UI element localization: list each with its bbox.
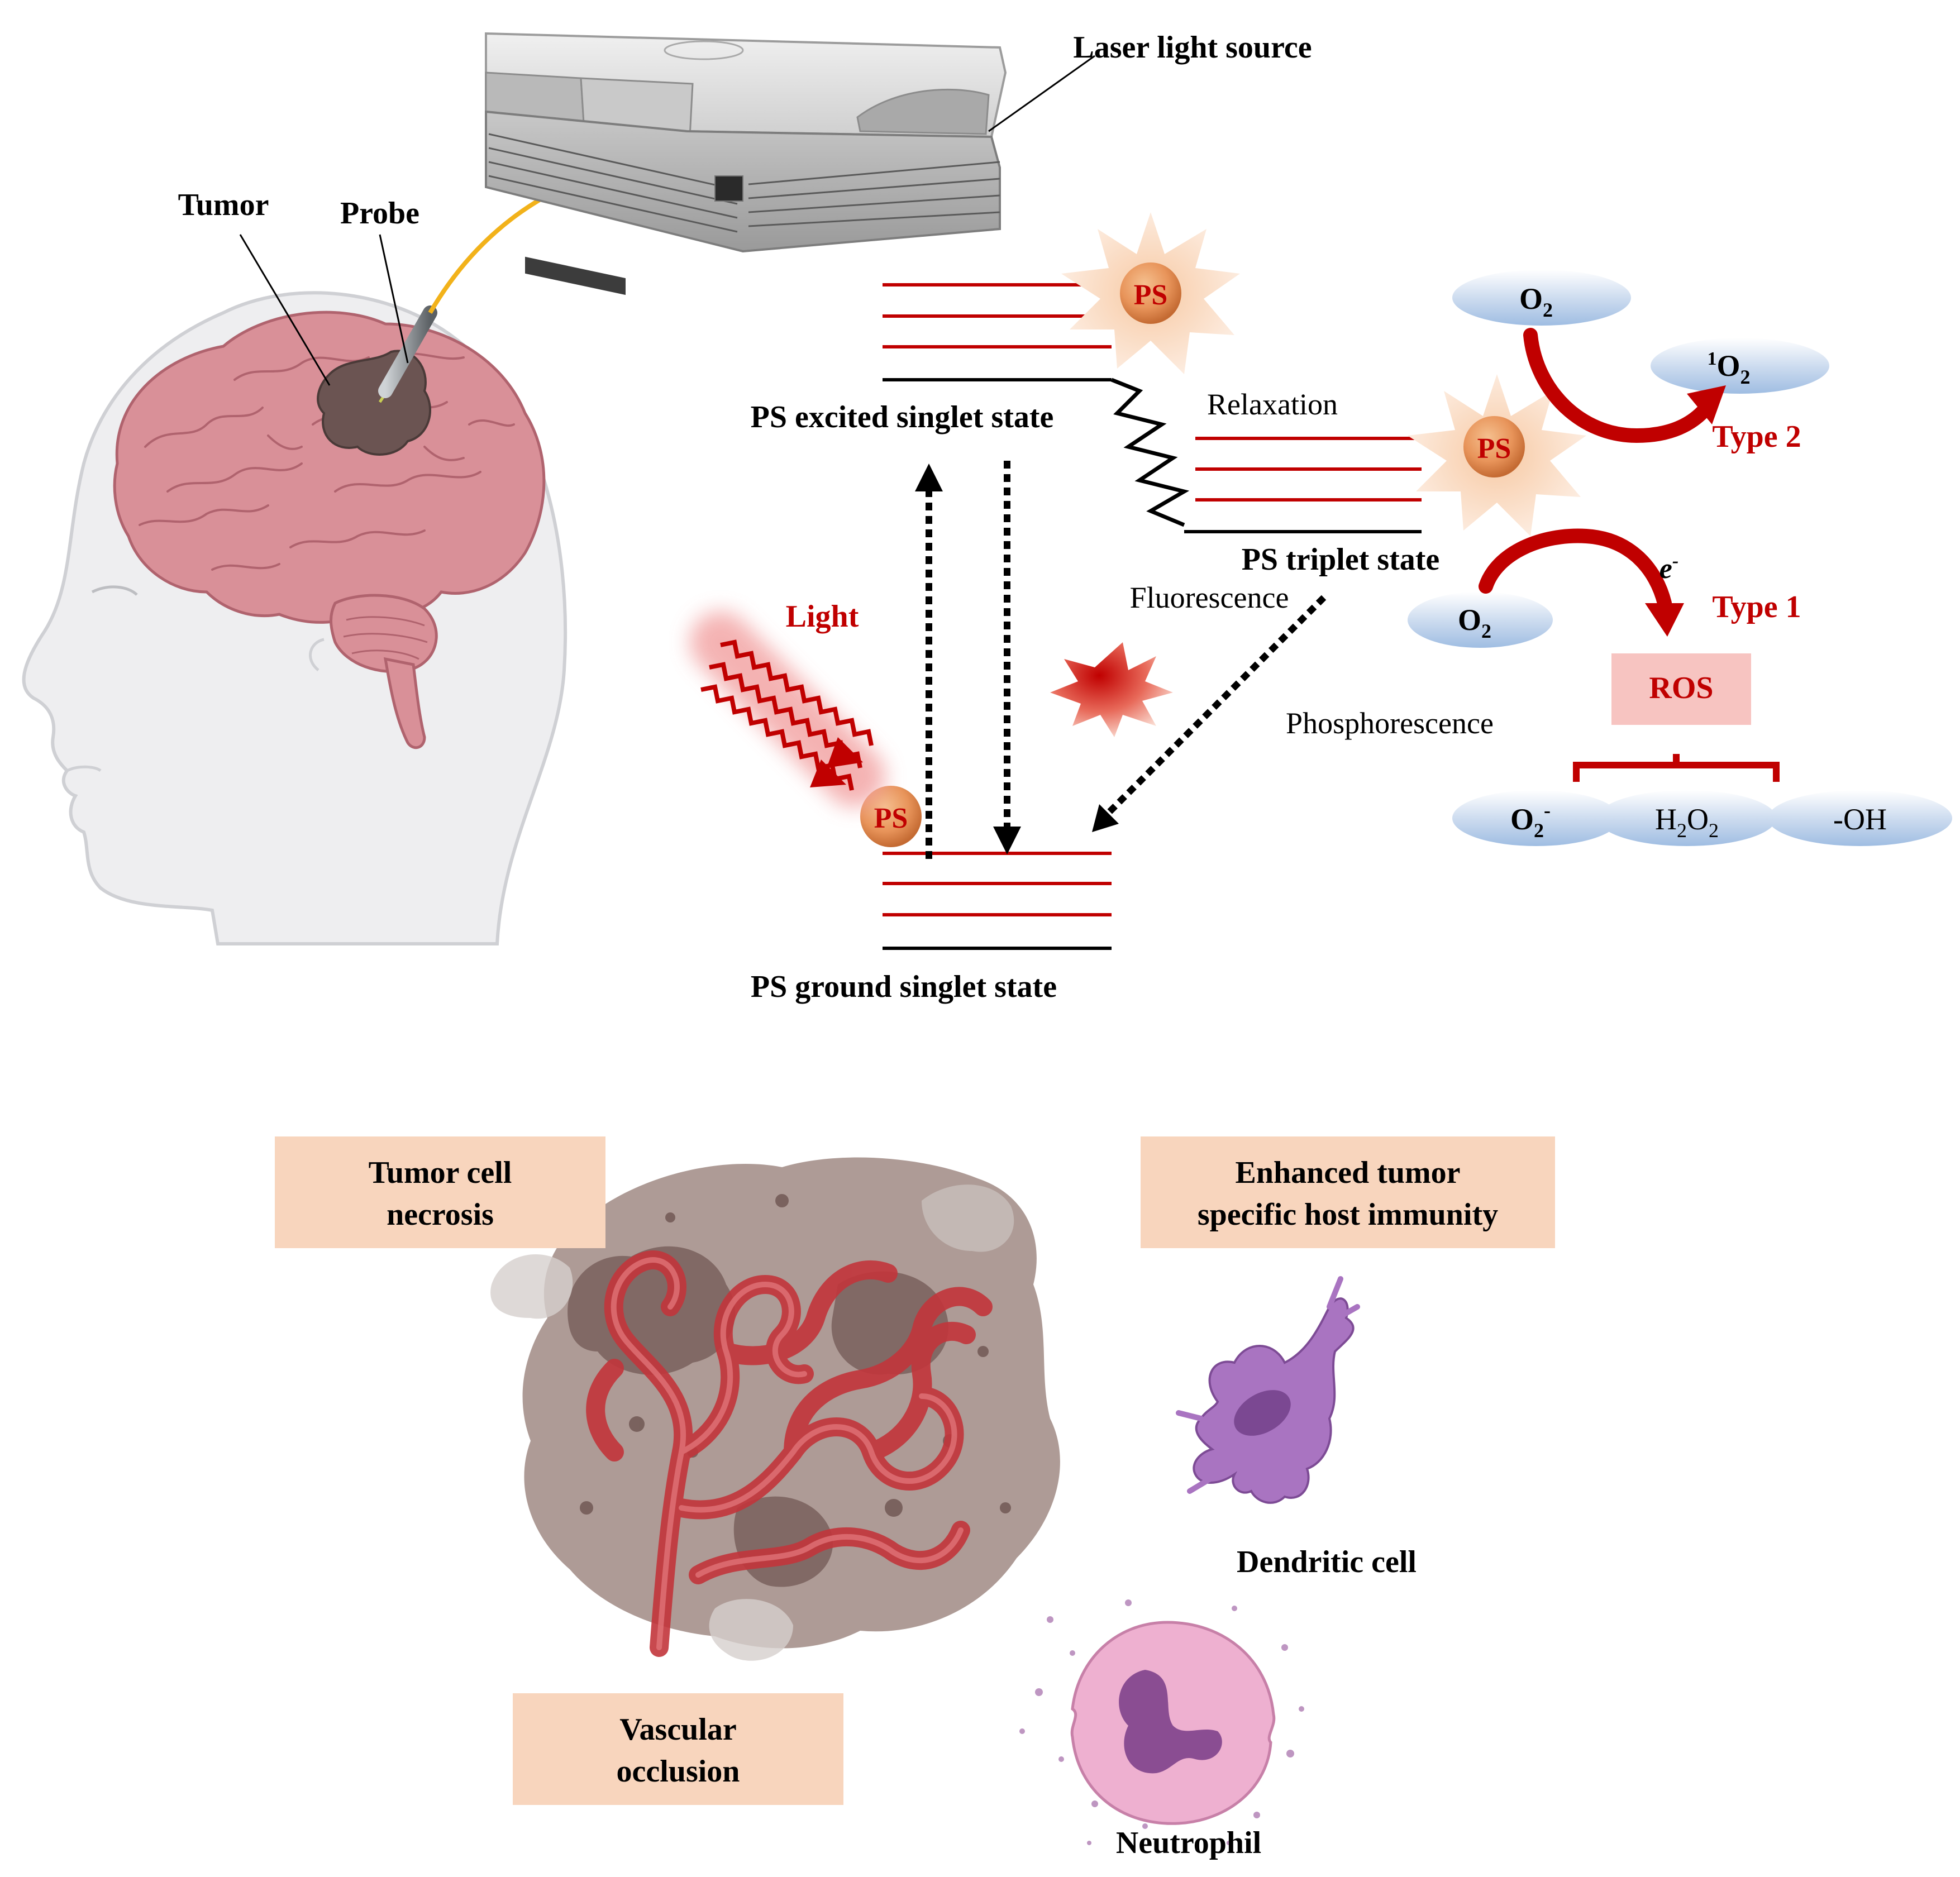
singlet-o-text: O bbox=[1716, 349, 1740, 383]
probe-label: Probe bbox=[340, 196, 419, 231]
hydroxyl-label: -OH bbox=[1833, 803, 1887, 836]
ps-label-triplet: PS bbox=[1477, 433, 1511, 465]
necrosis-line2: necrosis bbox=[387, 1197, 494, 1232]
light-wave-icon bbox=[690, 612, 885, 807]
relaxation-label: Relaxation bbox=[1207, 388, 1338, 421]
ps-sphere-triplet: PS bbox=[1463, 416, 1525, 477]
phosphorescence-label: Phosphorescence bbox=[1286, 706, 1494, 740]
laser-device-icon bbox=[485, 32, 1007, 295]
o2-text: O bbox=[1519, 282, 1543, 316]
ground-state-label: PS ground singlet state bbox=[751, 969, 1057, 1004]
ground-levels bbox=[883, 852, 1112, 950]
vascular-box: Vascular occlusion bbox=[513, 1693, 843, 1805]
immunity-line1: Enhanced tumor bbox=[1236, 1155, 1461, 1190]
relaxation-zigzag bbox=[1110, 378, 1190, 527]
absorption-arrow bbox=[915, 464, 943, 859]
ros-bracket bbox=[1573, 754, 1780, 782]
necrosis-line1: Tumor cell bbox=[369, 1155, 512, 1190]
laser-leader-line bbox=[988, 55, 1095, 132]
immunity-box: Enhanced tumor specific host immunity bbox=[1141, 1136, 1555, 1248]
dendritic-cell-label: Dendritic cell bbox=[1237, 1545, 1417, 1579]
singlet-oxygen-ellipse: 1O2 bbox=[1651, 338, 1829, 394]
svg-text:O2-: O2- bbox=[1510, 799, 1551, 842]
laser-label: Laser light source bbox=[1073, 30, 1312, 65]
h2o2-o: O bbox=[1687, 803, 1709, 836]
svg-text:O2: O2 bbox=[1519, 282, 1553, 321]
ps-label-excited: PS bbox=[1134, 279, 1168, 311]
fluorescence-label: Fluorescence bbox=[1130, 581, 1289, 614]
tumor-vessel-icon bbox=[490, 1157, 1060, 1661]
o2-ellipse-type2: O2 bbox=[1452, 270, 1631, 326]
tumor-leader-line bbox=[239, 234, 409, 386]
o2-ellipse-type1: O2 bbox=[1408, 592, 1553, 648]
phosphorescence-arrow bbox=[1092, 595, 1327, 832]
necrosis-box: Tumor cell necrosis bbox=[275, 1136, 605, 1248]
type1-label: Type 1 bbox=[1712, 590, 1801, 624]
excited-state-label: PS excited singlet state bbox=[751, 400, 1054, 434]
fluorescence-arrow bbox=[993, 461, 1021, 854]
o2-text-type1: O bbox=[1458, 603, 1481, 637]
starburst-icon bbox=[1050, 642, 1173, 737]
svg-text:O2: O2 bbox=[1458, 603, 1491, 642]
ros-products: O2- H2O2 -OH bbox=[1452, 790, 1952, 846]
ps-sphere-excited: PS bbox=[1120, 262, 1181, 324]
ps-sphere-ground: PS bbox=[860, 786, 922, 847]
type2-label: Type 2 bbox=[1712, 419, 1801, 454]
h2o2-sub1: 2 bbox=[1677, 819, 1687, 842]
neutrophil-icon bbox=[1019, 1599, 1304, 1845]
triplet-state-label: PS triplet state bbox=[1242, 542, 1440, 577]
brain-tumor-icon bbox=[317, 350, 431, 456]
triplet-levels bbox=[1184, 437, 1422, 533]
svg-text:e-: e- bbox=[1659, 551, 1678, 585]
type2-arrow bbox=[1523, 328, 1726, 443]
type1-arrow bbox=[1479, 528, 1684, 637]
tumor-label: Tumor bbox=[178, 188, 269, 222]
superoxide-o: O bbox=[1510, 803, 1534, 836]
excited-levels bbox=[883, 283, 1112, 381]
vascular-line2: occlusion bbox=[617, 1754, 740, 1789]
svg-text:1O2: 1O2 bbox=[1707, 348, 1750, 388]
dendritic-cell-icon bbox=[1176, 1276, 1360, 1504]
singlet-superscript: 1 bbox=[1707, 348, 1716, 369]
light-label: Light bbox=[786, 599, 859, 634]
o2-subscript: 2 bbox=[1543, 299, 1553, 321]
electron-superscript: - bbox=[1672, 551, 1678, 571]
ros-label: ROS bbox=[1649, 671, 1713, 705]
electron-label: e bbox=[1659, 553, 1672, 585]
neutrophil-label: Neutrophil bbox=[1116, 1826, 1261, 1860]
ps-label-ground: PS bbox=[874, 803, 908, 834]
ros-box: ROS bbox=[1611, 653, 1751, 725]
h2o2-sub2: 2 bbox=[1709, 819, 1719, 842]
immunity-line2: specific host immunity bbox=[1198, 1197, 1498, 1232]
superoxide-sub: 2 bbox=[1534, 819, 1544, 842]
o2-subscript-type1: 2 bbox=[1481, 620, 1491, 642]
superoxide-sup: - bbox=[1544, 799, 1551, 822]
vascular-line1: Vascular bbox=[619, 1712, 737, 1747]
svg-text:H2O2: H2O2 bbox=[1655, 803, 1719, 842]
h2o2-h: H bbox=[1655, 803, 1677, 836]
singlet-subscript: 2 bbox=[1740, 366, 1751, 388]
